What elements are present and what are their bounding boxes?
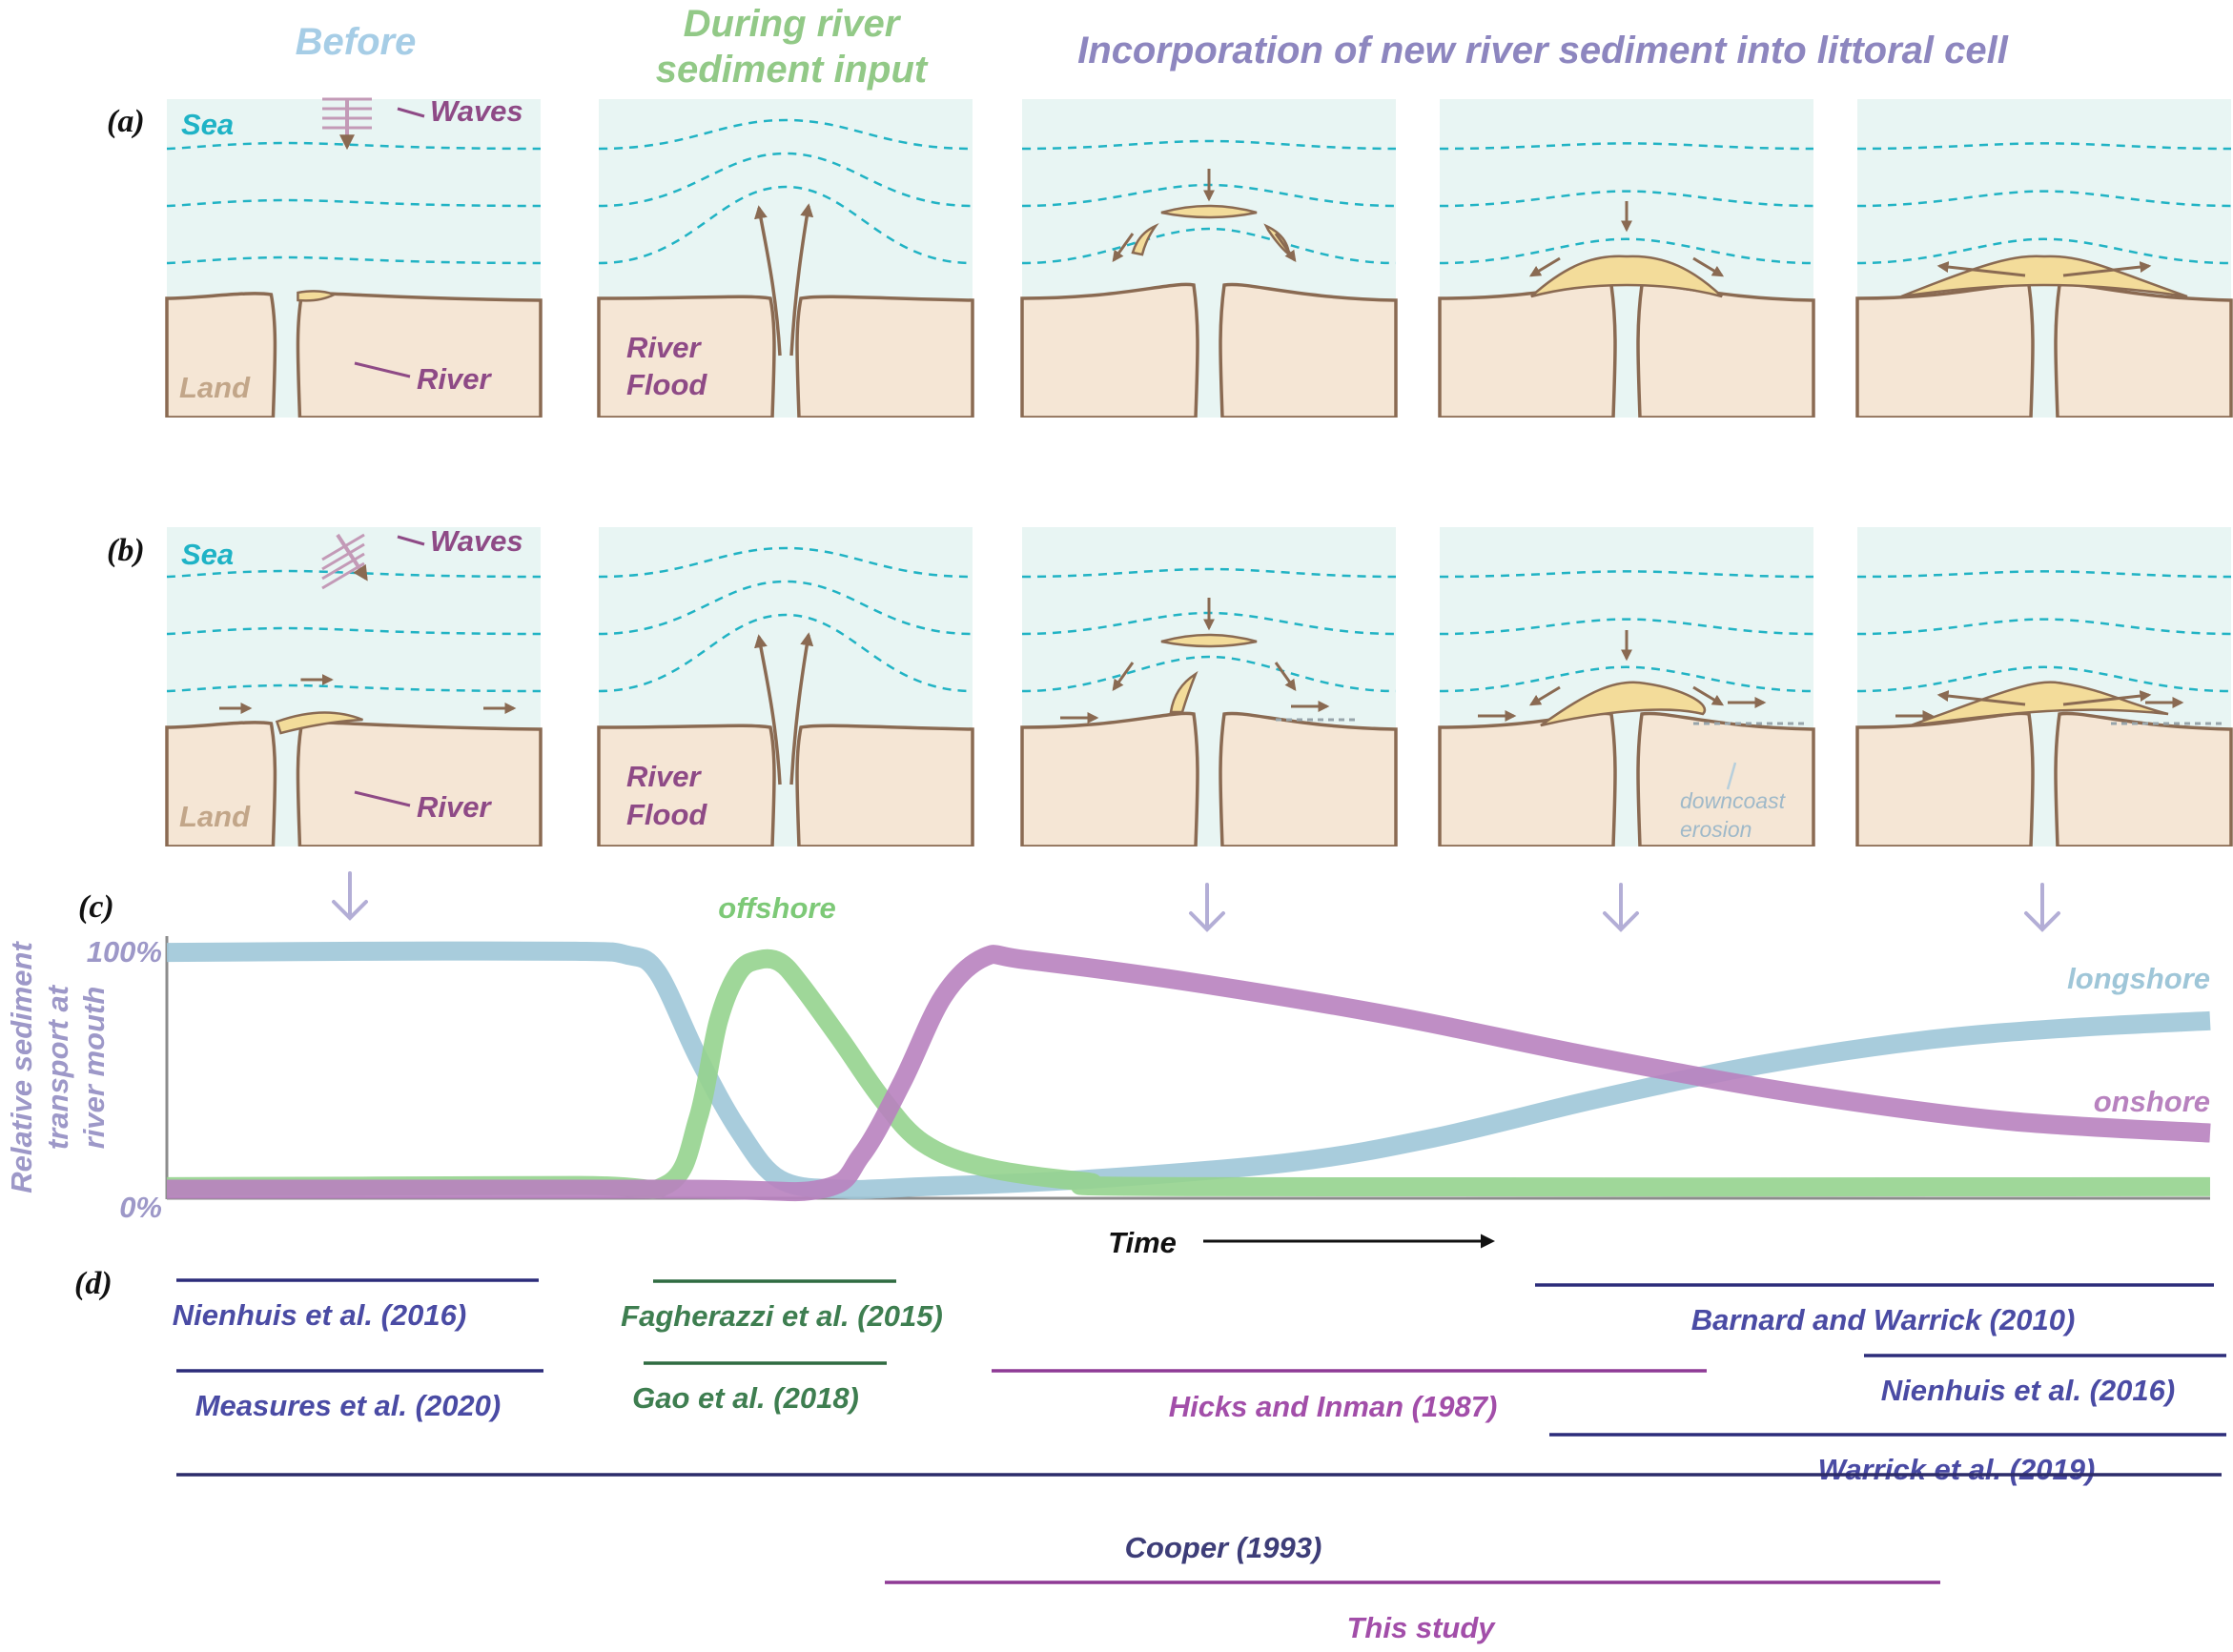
scene-panels (165, 97, 2233, 850)
header-during-line2: sediment input (656, 49, 929, 91)
panel-label-d: (d) (74, 1266, 113, 1301)
link-arrows (332, 871, 2060, 932)
y-tick-0: 0% (119, 1191, 162, 1224)
y-label-line1: Relative sediment (5, 941, 38, 1193)
header-during-line1: During river (684, 3, 902, 45)
series-layer (166, 941, 2211, 1202)
scene-a-4 (1438, 99, 1815, 421)
reference-3: Fagherazzi et al. (2015) (621, 1279, 943, 1333)
reference-label: Measures et al. (2020) (195, 1389, 502, 1422)
label-land-a: Land (179, 371, 251, 404)
y-tick-100: 100% (87, 935, 162, 969)
scene-a-3 (1020, 99, 1398, 421)
link-arrow-stage4 (1603, 883, 1639, 932)
series-label-onshore: onshore (2094, 1085, 2210, 1118)
label-sea-b: Sea (181, 538, 234, 571)
reference-4: Gao et al. (2018) (632, 1361, 887, 1415)
series-line-onshore (167, 945, 2211, 1202)
label-downcoast-2: erosion (1680, 817, 1752, 842)
label-river-flood-b-2: Flood (626, 798, 707, 831)
reference-label: Nienhuis et al. (2016) (1881, 1374, 2175, 1407)
reference-label: Cooper (1993) (1125, 1531, 1322, 1564)
scene-b-4 (1438, 527, 1815, 850)
scene-a-2 (597, 99, 974, 421)
reference-7: Nienhuis et al. (2016) (1864, 1354, 2226, 1407)
label-river-flood-a-1: River (626, 331, 702, 364)
link-arrow-stage5 (2024, 883, 2060, 932)
reference-bars: Nienhuis et al. (2016) Measures et al. (2… (173, 1278, 2226, 1644)
reference-label: Fagherazzi et al. (2015) (621, 1299, 943, 1333)
panel-label-a: (a) (107, 104, 145, 139)
label-sea-a: Sea (181, 108, 234, 141)
label-waves-a: Waves (430, 94, 523, 128)
label-river-a: River (417, 362, 492, 396)
transport-chart: 100% 0% Relative sediment transport at r… (5, 891, 2211, 1259)
label-river-flood-b-1: River (626, 760, 702, 793)
scene-b-2 (597, 527, 974, 850)
series-label-longshore: longshore (2067, 962, 2210, 995)
x-label: Time (1108, 1226, 1177, 1259)
label-river-flood-a-2: Flood (626, 368, 707, 401)
reference-10: This study (885, 1581, 1940, 1644)
header-before: Before (296, 21, 417, 63)
label-river-b: River (417, 790, 492, 824)
label-downcoast-1: downcoast (1680, 788, 1787, 813)
scene-b-3 (1020, 527, 1398, 850)
reference-2: Measures et al. (2020) (176, 1369, 543, 1422)
link-arrow-before (332, 871, 368, 921)
y-label-line3: river mouth (77, 987, 111, 1150)
reference-9: Cooper (1993) (176, 1473, 2222, 1564)
reference-6: Barnard and Warrick (2010) (1535, 1283, 2214, 1336)
series-line-offshore (166, 948, 2211, 1199)
scene-a-1 (165, 97, 543, 421)
header-incorporation: Incorporation of new river sediment into… (1077, 30, 2009, 71)
reference-8: Warrick et al. (2019) (1549, 1433, 2226, 1486)
reference-1: Nienhuis et al. (2016) (173, 1278, 539, 1332)
series-line-longshore (166, 941, 2211, 1199)
panel-label-b: (b) (107, 533, 145, 568)
scene-a-5 (1855, 99, 2233, 421)
reference-5: Hicks and Inman (1987) (992, 1369, 1707, 1423)
scene-b-5 (1855, 527, 2233, 850)
scene-b-1 (165, 527, 543, 850)
link-arrow-stage3 (1189, 883, 1225, 932)
reference-label: Gao et al. (2018) (632, 1381, 859, 1415)
label-waves-b: Waves (430, 524, 523, 558)
y-label-line2: transport at (41, 984, 74, 1150)
reference-label: Barnard and Warrick (2010) (1691, 1303, 2076, 1336)
series-label-offshore: offshore (718, 891, 835, 925)
reference-label: This study (1346, 1611, 1496, 1644)
reference-label: Warrick et al. (2019) (1818, 1453, 2096, 1486)
reference-label: Nienhuis et al. (2016) (173, 1298, 466, 1332)
reference-label: Hicks and Inman (1987) (1169, 1390, 1498, 1423)
label-land-b: Land (179, 800, 251, 833)
panel-label-c: (c) (78, 889, 114, 925)
